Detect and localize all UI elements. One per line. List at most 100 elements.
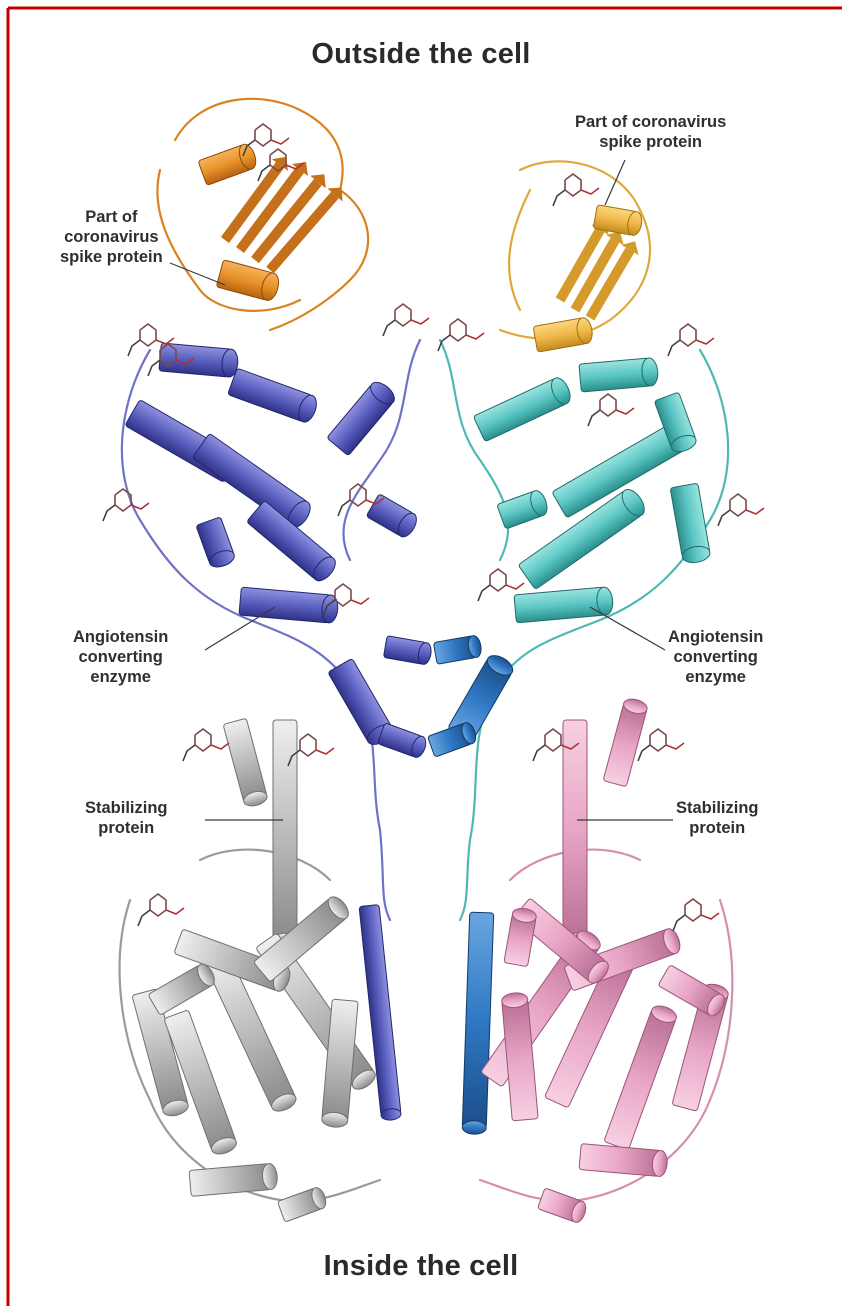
ace-left-helix-10 [383,636,432,666]
ace-left-helix-12 [196,517,237,570]
ace-right-helix-1 [579,357,659,392]
glycan-19 [553,174,599,206]
ace-label-right: Angiotensinconvertingenzyme [668,627,763,687]
glycan-0-chain [271,138,289,144]
ace-left-helix-1 [159,343,239,378]
glycan-19-chain-2 [553,190,565,206]
glycan-4-chain-2 [383,320,395,336]
spike-right-leader [605,160,625,205]
glycan-12-ring [600,394,616,416]
stab-left-helix-j [277,1186,328,1222]
stab-left-long-helix-body [273,720,297,940]
ace-left-helix-8 [366,494,420,540]
glycan-7-chain-2 [183,745,195,761]
glycan-13 [718,494,764,526]
stab-left-helix-a-body [223,718,267,801]
stabilizing-protein-label-right: Stabilizingprotein [676,798,759,838]
stab-left-coil-2 [200,850,330,880]
stab-right-long-helix-body [563,720,587,940]
glycan-14-chain [506,583,524,589]
glycan-13-chain [746,508,764,514]
glycan-2-chain-2 [128,340,140,356]
glycan-17-ring [685,899,701,921]
ace-right-leader [590,607,665,650]
ace-right-coil-2 [440,340,508,560]
stab-right-helix-c [604,1003,679,1150]
glycan-17-chain-2 [673,915,685,931]
glycan-10-ring [450,319,466,341]
glycan-10 [438,319,484,351]
glycan-14-chain-2 [478,585,490,601]
glycan-19-chain [581,188,599,194]
ace-right-helix-7 [497,488,550,529]
glycan-15-ring [545,729,561,751]
ace-right-helix-1-body [579,358,651,392]
center-blue-helix-2 [433,635,482,665]
glycan-4 [383,304,429,336]
stab-left-helix-a [223,718,269,808]
spike-left-helix [198,142,259,185]
glycan-7 [183,729,229,761]
glycan-9-ring [150,894,166,916]
glycan-7-chain [211,743,229,749]
stab-right-helix-j [537,1188,588,1224]
outside-cell-title: Outside the cell [0,38,842,71]
stab-right-helix-i-body [579,1144,661,1177]
spike-right-strand-1 [575,240,615,310]
glycan-2-chain [156,338,174,344]
ace-right-tm-helix-cap [462,1120,486,1134]
glycan-11 [668,324,714,356]
stab-left-helix-h [253,893,352,982]
glycan-16-ring [650,729,666,751]
glycan-16-chain [666,743,684,749]
glycan-12 [588,394,634,426]
stab-right-helix-c-body [604,1010,676,1150]
ace-left-helix-1-body [159,343,231,377]
glycan-13-chain-2 [718,510,730,526]
ace-right-tm-helix [462,912,494,1134]
glycan-6-ring [335,584,351,606]
glycan-2-ring [140,324,156,346]
glycan-5 [103,489,149,521]
ace-left-helix-11 [377,723,428,759]
glycan-4-ring [395,304,411,326]
protein-helices [125,142,730,1224]
glycan-16 [638,729,684,761]
glycan-4-chain [411,318,429,324]
glycan-19-ring [565,174,581,196]
stab-left-helix-k [148,961,218,1015]
glycan-5-ring [115,489,131,511]
ace-right-helix-2 [473,375,574,442]
glycan-17-chain [701,913,719,919]
stab-left-helix-i-body [189,1164,271,1197]
glycan-10-chain [466,333,484,339]
ace-left-tm-helix [359,905,401,1122]
glycan-16-chain-2 [638,745,650,761]
glycan-12-chain-2 [588,410,600,426]
ace-right-tm-helix-body [462,912,493,1128]
glycan-11-chain [696,338,714,344]
ace-label-left: Angiotensinconvertingenzyme [73,627,168,687]
stab-right-helix-a-body [603,703,647,786]
glycan-9-chain-2 [138,910,150,926]
glycan-5-chain-2 [103,505,115,521]
inside-cell-title: Inside the cell [0,1250,842,1283]
glycan-12-chain [616,408,634,414]
ace-left-helix-7-body [239,587,331,623]
glycan-8-chain [316,748,334,754]
glycan-11-ring [680,324,696,346]
spike-right-coil-2 [509,190,530,310]
glycan-9 [138,894,184,926]
glycan-0-ring [255,124,271,146]
ace-right-helix-5 [514,586,614,622]
glycan-6-chain [351,598,369,604]
ace-right-helix-6-body [670,483,710,557]
spike-right-helix-2 [533,317,594,353]
glycan-8-ring [300,734,316,756]
spike-left-leader [170,263,225,285]
ace-left-helix-2 [228,368,320,424]
glycan-13-ring [730,494,746,516]
